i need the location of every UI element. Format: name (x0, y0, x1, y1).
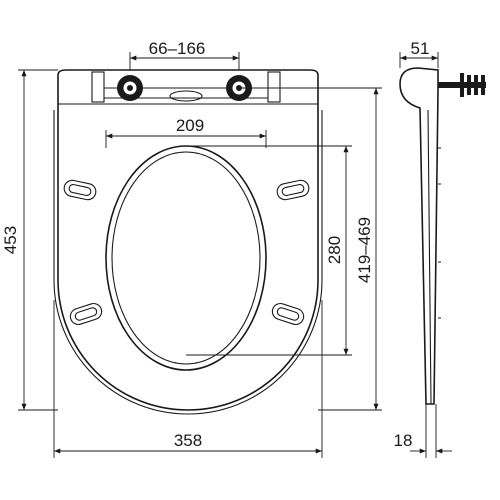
dim-side-depth: 51 (411, 39, 430, 58)
dim-overall-length: 453 (1, 226, 20, 254)
dimension-lines (18, 52, 452, 458)
buffer-bottom-right (271, 302, 305, 326)
left-hinge-bolt (117, 75, 143, 101)
front-view (53, 69, 323, 415)
seat-opening (105, 145, 267, 371)
dim-fixing-range: 419–469 (355, 217, 374, 283)
side-bolt (438, 73, 486, 97)
dim-side-thickness: 18 (394, 431, 413, 450)
seat-outer-outline (57, 69, 319, 411)
side-buffer-marks (438, 147, 441, 319)
side-profile (399, 67, 439, 405)
buffer-top-right (276, 179, 310, 201)
dim-overall-width: 358 (174, 431, 202, 450)
buffer-top-left (63, 179, 97, 201)
dim-hinge-spacing: 66–166 (149, 39, 206, 58)
side-view (399, 67, 486, 405)
left-hinge-bracket (91, 71, 105, 103)
buffer-bottom-left (69, 302, 103, 326)
right-hinge-bracket (267, 71, 281, 103)
seat-inner-outline (53, 110, 323, 415)
hinge-center-clip (169, 90, 203, 102)
dim-inner-width: 209 (176, 116, 204, 135)
side-inner-line (427, 109, 432, 405)
seat-opening-inner (111, 151, 261, 365)
dim-inner-length: 280 (325, 236, 344, 264)
